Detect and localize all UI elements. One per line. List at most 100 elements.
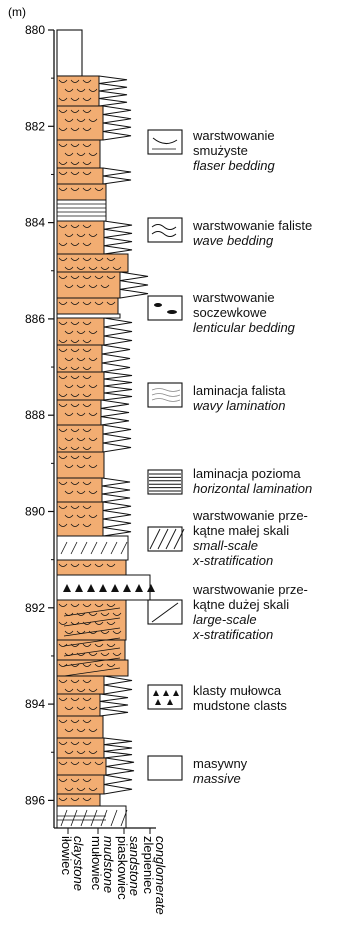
sandstone-bed [57,478,102,502]
sandstone-bed [57,372,104,400]
interfingering-tongues [106,758,134,775]
sandstone-bed [57,600,126,640]
sandstone-bed [57,184,106,200]
interfingering-tongues [102,478,130,502]
interfingering-tongues [104,372,132,400]
white-bed [57,200,106,221]
sandstone-bed [57,400,101,425]
depth-axis: (m) 880882884886888890892894896 [8,5,54,828]
interfingering-tongues [100,694,128,716]
legend-symbols [148,130,184,780]
depth-unit-label: (m) [8,5,26,19]
legend-label-en: large-scale [193,612,308,627]
sandstone-bed [57,694,100,716]
sandstone-bed [57,560,126,575]
legend-label-pl: mudstone clasts [193,698,287,713]
sandstone-bed [57,76,99,106]
legend-label-pl: klasty mułowca [193,683,287,698]
legend-label-pl: laminacja pozioma [193,466,312,481]
legend-label-pl: warstwowanie [193,290,295,305]
depth-tick-label: 880 [25,23,45,37]
depth-tick-label: 892 [25,601,45,615]
legend-label-pl: laminacja falista [193,383,286,398]
sandstone-bed [57,298,118,314]
sandstone-bed [57,640,125,660]
sandstone-bed [57,758,106,775]
interfingering-tongues [104,318,132,345]
sandstone-bed [57,775,104,794]
grain-size-label: sandstone [127,836,142,896]
legend-label-pl: soczewkowe [193,305,295,320]
legend-symbol-lenticular [148,296,182,320]
legend-label-en: wavy lamination [193,398,286,413]
legend-swatch [148,296,182,320]
lithology-column [57,30,155,828]
legend-label-pl: kątne małej skali [193,523,308,538]
white-bed [57,314,120,318]
depth-tick-label: 896 [25,793,45,807]
interfingering-tongues [102,345,130,372]
grain-size-label: claystone [71,836,86,891]
interfingering-tongues [104,738,132,758]
legend-label-en: horizontal lamination [193,481,312,496]
legend-item-horizontal-lamination: laminacja poziomahorizontal lamination [193,466,312,496]
legend-label-pl: warstwowanie [193,128,275,143]
legend-label-en: x-stratification [193,627,308,642]
legend-symbol-flaser [148,130,182,154]
massive-claystone-bed [57,30,82,76]
sandstone-bed [57,425,103,452]
legend-label-pl: warstwowanie prze- [193,582,308,597]
interfingering-tongues [104,221,132,254]
legend-label-pl: masywny [193,756,247,771]
legend-symbol-horizontal-lamination [148,470,182,494]
depth-tick-label: 884 [25,216,45,230]
legend-symbol-massive [148,756,182,780]
interfingering-tongues [99,76,127,106]
legend-item-massive: masywnymassive [193,756,247,786]
sandstone-bed [57,794,100,806]
legend-symbol-wave [148,218,182,242]
legend-symbol-small-cross [148,527,184,551]
interfingering-tongues [104,775,132,794]
sandstone-bed [57,345,102,372]
grain-size-axis: iłowiecclaystonemułowiecmudstonepiaskowi… [54,828,168,915]
interfingering-tongues [104,676,132,694]
legend-item-wavy-lamination: laminacja falistawavy lamination [193,383,286,413]
interfingering-tongues [120,272,148,298]
interfingering-tongues [103,502,131,536]
legend-label-en: x-stratification [193,553,308,568]
sandstone-bed [57,738,104,758]
depth-tick-label: 890 [25,505,45,519]
sandstone-bed [57,106,103,140]
legend-swatch [148,130,182,154]
legend-item-large-cross: warstwowanie prze-kątne dużej skalilarge… [193,582,308,642]
legend-swatch [148,383,182,407]
interfingering-tongues [103,425,131,452]
sandstone-bed [57,221,104,254]
legend-swatch [148,685,182,709]
legend-label-pl: kątne dużej skali [193,597,308,612]
legend-label-pl: warstwowanie prze- [193,508,308,523]
legend-label-en: flaser bedding [193,158,275,173]
lens-icon [167,310,177,314]
sandstone-bed [57,272,120,298]
legend-label-en: lenticular bedding [193,320,295,335]
legend-label-en: massive [193,771,247,786]
sandstone-bed [57,716,103,738]
depth-tick-label: 886 [25,312,45,326]
interfingering-tongues [103,168,131,184]
legend-label-en: small-scale [193,538,308,553]
depth-tick-label: 888 [25,408,45,422]
sandstone-bed [57,502,103,536]
legend-swatch [148,218,182,242]
grain-size-label: mudstone [101,836,116,893]
legend-symbol-clasts [148,685,182,709]
interfingering-tongues [101,400,129,425]
white-bed [57,536,128,560]
grain-size-label: conglomerate [153,836,168,915]
legend-label-pl: warstwowanie faliste [193,218,312,233]
